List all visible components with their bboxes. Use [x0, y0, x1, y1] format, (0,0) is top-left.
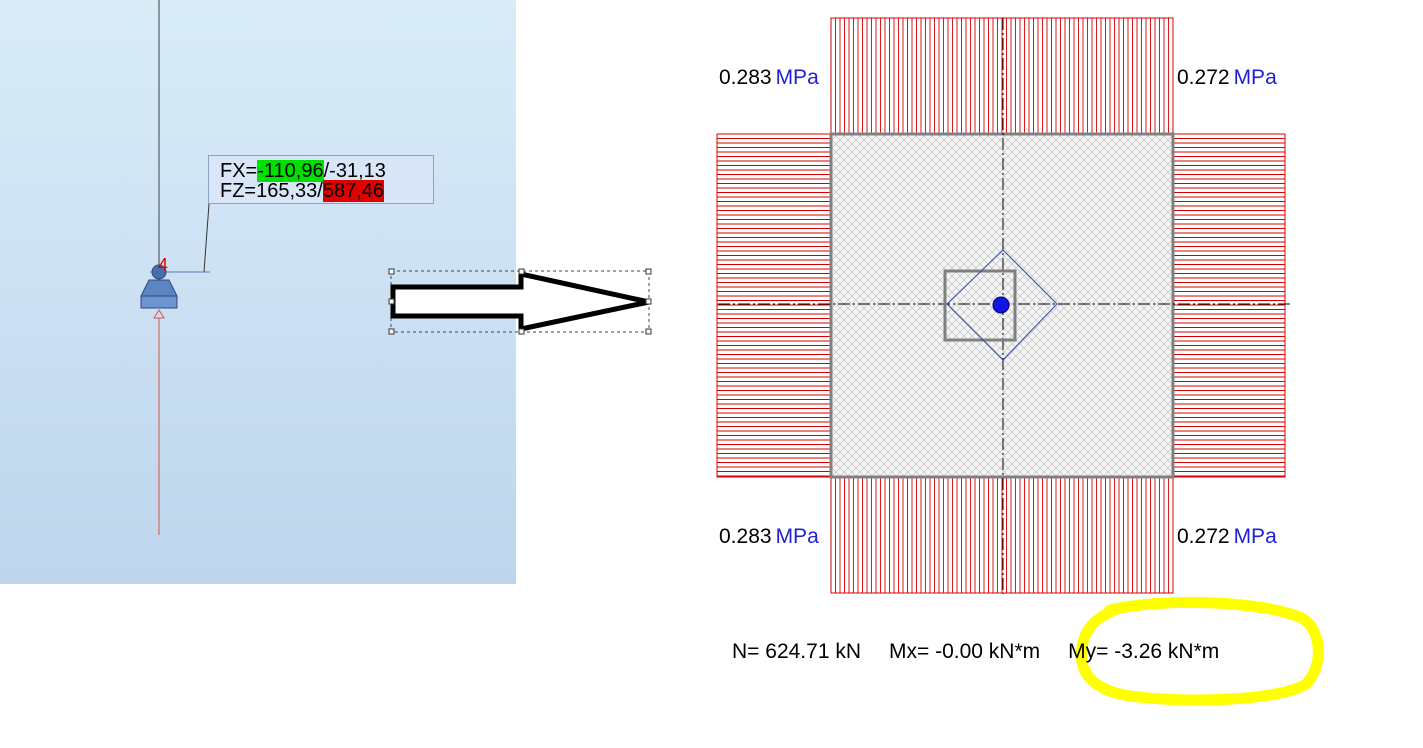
model-view-graphics [140, 0, 210, 535]
stress-unit: MPa [775, 525, 819, 548]
core-of-section [946, 249, 1058, 361]
highlight-ring [1075, 596, 1324, 706]
tooltip-leader [165, 203, 210, 273]
stress-value: 0.272 [1177, 525, 1230, 548]
fx-max-value: -31,13 [329, 160, 386, 182]
stress-unit: MPa [775, 66, 819, 89]
fz-row: FZ=165,33/587,46 [220, 180, 433, 202]
stress-diagram-left [716, 133, 832, 478]
fz-min-value: 165,33 [256, 180, 318, 202]
fx-separator: / [323, 160, 330, 182]
stress-unit: MPa [1233, 66, 1277, 89]
stress-value: 0.283 [719, 66, 772, 89]
reaction-arrow-icon [153, 309, 165, 319]
moment-y-text: My= -3.26 kN*m [1068, 640, 1220, 663]
stress-value: 0.272 [1177, 66, 1230, 89]
node-number-label: 4 [158, 255, 169, 275]
stress-diagram-bottom [830, 476, 1174, 594]
fx-prefix: FX= [220, 160, 258, 182]
column-outline [943, 269, 1017, 342]
stress-value: 0.283 [719, 525, 772, 548]
fz-separator: / [317, 180, 323, 202]
resultant-point [992, 296, 1010, 314]
moment-x-text: Mx= -0.00 kN*m [889, 640, 1041, 663]
resultant-summary: N= 624.71 kN Mx= -0.00 kN*m My= -3.26 kN*m [732, 640, 1219, 664]
fz-max-value: 587,46 [322, 180, 385, 202]
stress-diagram-top [830, 17, 1174, 135]
fx-row: FX=-110,96/-31,13 [220, 160, 433, 182]
right-arrow-icon[interactable] [388, 266, 654, 336]
soil-pressure-diagram [716, 17, 1290, 594]
fz-prefix: FZ= [220, 180, 257, 202]
fx-min-value: -110,96 [257, 160, 324, 182]
force-tooltip: FX=-110,96/-31,13 FZ=165,33/587,46 [208, 155, 434, 204]
stress-diagram-right [1172, 133, 1286, 478]
stress-unit: MPa [1233, 525, 1277, 548]
pinned-support-icon[interactable] [140, 264, 178, 309]
axial-force-text: N= 624.71 kN [732, 640, 861, 663]
